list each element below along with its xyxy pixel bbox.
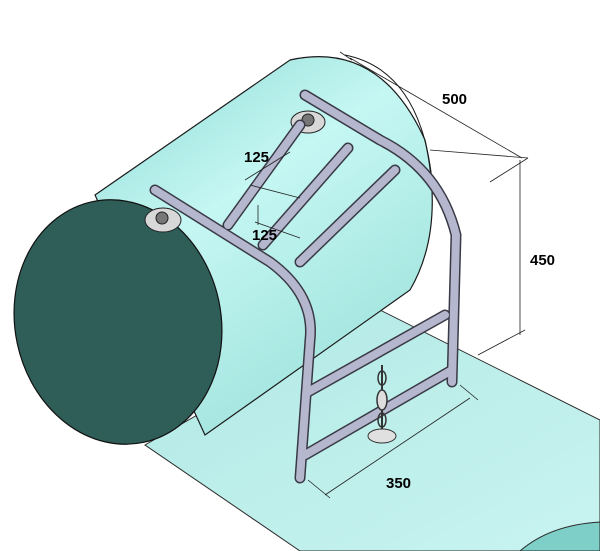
dim-350-lines xyxy=(307,384,479,499)
dim-450-lines xyxy=(477,157,529,356)
dim-label-125-bottom: 125 xyxy=(252,227,277,244)
tube-frame xyxy=(149,89,462,484)
dim-label-500: 500 xyxy=(442,91,467,108)
tank-end-cap xyxy=(13,199,223,445)
dim-125-top-lines xyxy=(244,151,301,199)
turnbuckle-chain xyxy=(367,365,397,444)
dim-label-350: 350 xyxy=(386,475,411,492)
dim-125-bottom-lines xyxy=(254,205,301,239)
dim-label-450: 450 xyxy=(530,252,555,269)
dim-500-lines xyxy=(339,51,529,159)
tank-far-rim xyxy=(344,54,433,181)
dim-label-125-top: 125 xyxy=(244,149,269,166)
mount-bracket-front xyxy=(144,207,182,233)
